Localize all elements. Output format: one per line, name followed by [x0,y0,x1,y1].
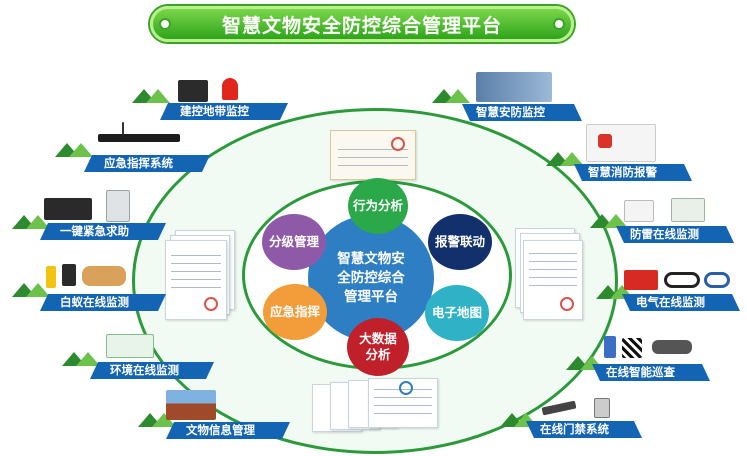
module-emergency-command: 应急指挥 [263,284,327,340]
electric-sensor-icon [624,270,658,290]
left-item-relic-info: 文物信息管理 [166,422,290,439]
left-item-emergency-command: 应急指挥系统 [84,155,210,172]
decor-triangle [26,283,50,297]
module-label: 行为分析 [352,198,403,213]
left-item-construction-monitor: 建控地带监控 [160,103,288,120]
surge-protector-icon [624,200,654,222]
banner-dot-left [159,18,171,30]
banner-dot-right [553,18,565,30]
center-line-2: 全防控综合 [337,269,405,286]
cable-icon [704,272,730,288]
left-item-environment-monitor: 环境在线监测 [90,362,214,379]
decor-triangle [69,143,93,157]
microphone-console-icon [98,134,180,142]
module-label-line-1: 大数据 [359,331,397,346]
right-item-electric-monitor: 电气在线监测 [622,294,740,311]
left-item-emergency-help: 一键紧急求助 [40,223,166,240]
title-banner: 智慧文物安全防控综合管理平台 [150,6,574,42]
right-item-security-monitor: 智慧安防监控 [462,104,582,121]
sensor-device-icon [62,264,76,286]
decor-triangle [446,89,470,103]
decor-triangle [560,152,584,166]
document-icon [165,240,227,320]
right-item-fire-alarm: 智慧消防报警 [574,164,692,181]
help-terminal-icon [106,190,130,222]
qr-code-icon [622,338,642,358]
termite-trap-icon [46,266,56,288]
module-label: 报警联动 [434,234,485,249]
alarm-light-icon [222,78,238,100]
decor-triangle [76,352,100,366]
cctv-camera-icon [476,72,552,102]
drone-icon [652,340,692,354]
router-icon [178,80,208,102]
lightning-monitor-icon [671,198,705,222]
module-electronic-map: 电子地图 [425,285,489,341]
module-label: 分级管理 [268,234,319,249]
documents-left [165,230,237,320]
decor-triangle [146,89,170,103]
module-label-line-2: 分析 [365,347,391,362]
center-line-3: 管理平台 [344,288,398,305]
fire-alarm-button-icon [598,134,612,148]
module-alarm-linkage: 报警联动 [428,214,492,270]
documents-bottom [312,378,442,436]
documents-right [515,228,585,320]
right-item-smart-patrol: 在线智能巡查 [592,364,710,381]
module-big-data: 大数据 分析 [347,318,409,376]
access-control-icon [594,398,610,418]
certificate-top [330,130,416,180]
module-label: 应急指挥 [269,304,320,319]
document-icon [368,378,438,428]
module-tiered-management: 分级管理 [262,214,326,270]
page-title: 智慧文物安全防控综合管理平台 [221,14,502,37]
module-label: 电子地图 [431,305,482,320]
certificate-icon [330,130,416,180]
left-item-termite-monitor: 白蚁在线监测 [40,294,166,311]
fire-alarm-icon [586,124,656,162]
right-item-access-control: 在线门禁系统 [526,421,642,438]
right-item-lightning-monitor: 防雷在线监测 [616,226,734,243]
current-clamp-icon [664,272,700,288]
museum-building-icon [166,390,216,420]
emergency-phone-icon [44,198,92,220]
document-icon [523,240,583,320]
smartphone-icon [604,336,616,358]
module-behavior-analysis: 行为分析 [348,178,408,234]
environment-sensor-icon [106,334,154,358]
termite-bait-icon [82,266,126,286]
microphone-stem [122,122,124,135]
center-line-1: 智慧文物安 [337,250,405,267]
decor-triangle [604,214,628,228]
